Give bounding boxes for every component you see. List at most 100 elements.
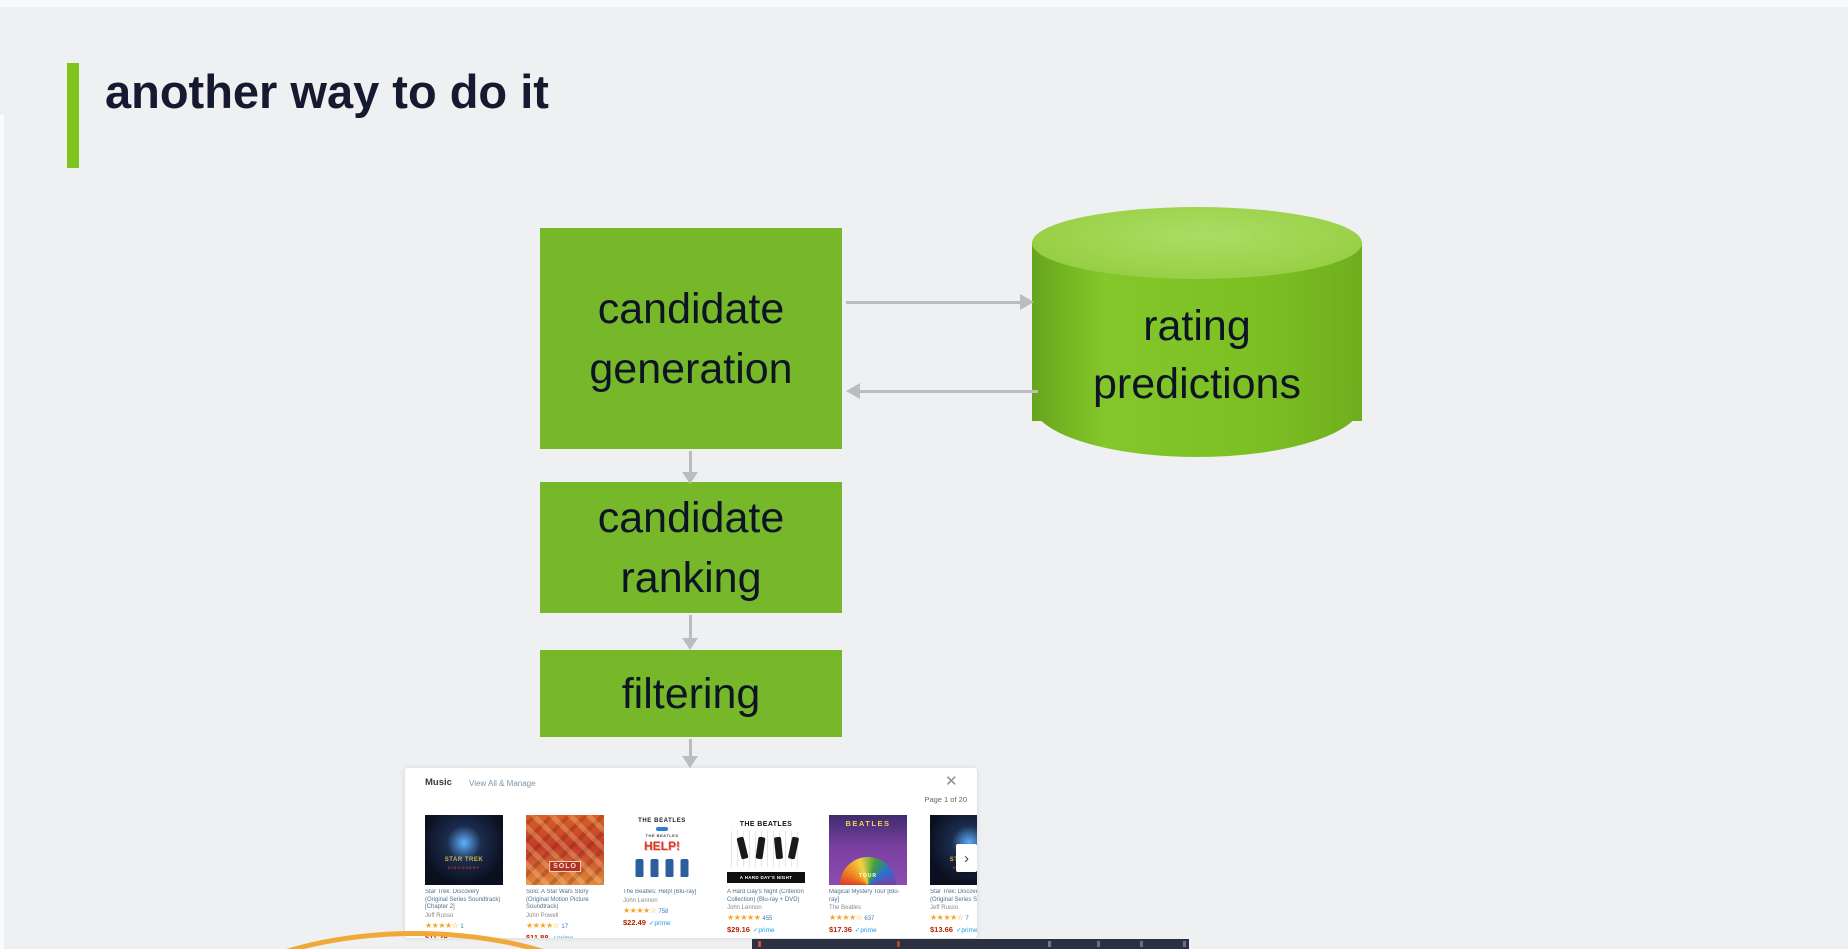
- arrowhead-left-icon: [846, 383, 860, 399]
- recommendations-widget: Music View All & Manage ✕ Page 1 of 20 S…: [405, 768, 977, 938]
- album-art-magical-mystery-tour[interactable]: BEATLES TOUR: [829, 815, 907, 885]
- product-artist: John Lennon: [623, 897, 658, 904]
- page-indicator: Page 1 of 20: [924, 795, 967, 804]
- stars-icons: ★★★★☆: [829, 913, 863, 922]
- product-title-link[interactable]: A Hard Day's Night (Criterion Collection…: [727, 889, 804, 903]
- star-rating[interactable]: ★★★★☆637: [829, 913, 907, 924]
- album-art-text: SOLO: [549, 861, 581, 872]
- album-art-text: THE BEATLES: [645, 833, 679, 838]
- album-art-text: DISCOVERY: [447, 865, 481, 870]
- chevron-right-icon: ›: [964, 849, 969, 867]
- product-artist: John Lennon: [727, 905, 762, 911]
- arrow-predictions-to-generation: [860, 390, 1038, 393]
- product-title-link[interactable]: Star Trek: Discovery (Original Series So…: [425, 889, 501, 910]
- album-art-star-trek[interactable]: STAR TREK DISCOVERY: [425, 815, 503, 885]
- product-price: $22.49: [623, 917, 646, 927]
- prime-badge: ✓prime: [854, 927, 877, 934]
- view-all-manage-link[interactable]: View All & Manage: [469, 779, 536, 788]
- product-title-link[interactable]: The Beatles: Help! [Blu-ray]: [623, 889, 697, 895]
- review-count[interactable]: 758: [658, 908, 669, 915]
- review-count[interactable]: 1: [460, 923, 464, 930]
- album-art-solo[interactable]: SOLO: [526, 815, 604, 885]
- price-row: $17.36✓prime: [829, 925, 907, 935]
- product-card[interactable]: THE BEATLES THE BEATLES HELP! The Beatle…: [623, 815, 701, 928]
- album-art-text: HELP!: [644, 839, 680, 853]
- prime-badge: ✓prime: [648, 919, 671, 927]
- arrowhead-down-icon: [682, 638, 698, 650]
- arrowhead-right-icon: [1020, 294, 1034, 310]
- review-count[interactable]: 637: [864, 916, 875, 922]
- product-card[interactable]: STAR TREK DISCOVERY Star Trek: Discovery…: [930, 815, 977, 935]
- review-count[interactable]: 7: [965, 916, 969, 922]
- product-carousel: STAR TREK DISCOVERY Star Trek: Discovery…: [425, 815, 977, 938]
- product-title-link[interactable]: Magical Mystery Tour [Blu-ray]: [829, 889, 900, 903]
- arrow-filtering-to-widget: [689, 739, 692, 756]
- carousel-next-button[interactable]: ›: [956, 844, 977, 872]
- arrow-ranking-to-filtering: [689, 615, 692, 638]
- product-card[interactable]: STAR TREK DISCOVERY Star Trek: Discovery…: [425, 815, 503, 938]
- close-icon[interactable]: ✕: [945, 773, 958, 790]
- product-card[interactable]: SOLO Solo: A Star Wars Story (Original M…: [526, 815, 604, 938]
- node-label-line: ranking: [620, 553, 762, 602]
- product-artist: Jeff Russo: [425, 912, 454, 919]
- arrowhead-down-icon: [682, 756, 698, 768]
- arrowhead-down-icon: [682, 472, 698, 484]
- arrow-generation-to-ranking: [689, 451, 692, 472]
- stars-icons: ★★★★☆: [623, 905, 657, 915]
- album-art-text: BEATLES: [845, 819, 891, 828]
- product-price: $11.88: [526, 932, 549, 939]
- stars-icons: ★★★★☆: [930, 913, 964, 922]
- node-label-line: predictions: [1093, 360, 1301, 408]
- cylinder-top: [1032, 207, 1362, 279]
- cutoff-dark-bar: [752, 939, 1189, 949]
- stars-icons: ★★★★☆: [526, 920, 560, 930]
- product-price: $29.16: [727, 925, 750, 934]
- album-art-text: A HARD DAY'S NIGHT: [727, 872, 805, 883]
- node-label-line: rating: [1143, 302, 1251, 350]
- node-candidate-generation: candidate generation: [540, 228, 842, 449]
- album-art-text: THE BEATLES: [739, 821, 793, 828]
- prime-badge: ✓prime: [551, 934, 574, 939]
- price-row: $13.66✓prime: [930, 925, 977, 935]
- product-artist: The Beatles: [829, 905, 862, 911]
- product-artist: Jeff Russo: [930, 905, 959, 911]
- arrow-generation-to-predictions: [846, 301, 1020, 304]
- node-rating-predictions-cylinder: rating predictions: [1032, 207, 1362, 457]
- product-card[interactable]: THE BEATLES A HARD DAY'S NIGHT A Hard Da…: [727, 815, 805, 935]
- album-art-text: THE BEATLES: [638, 818, 686, 824]
- product-title-link[interactable]: Solo: A Star Wars Story (Original Motion…: [526, 889, 589, 910]
- prime-badge: ✓prime: [752, 927, 775, 934]
- album-art-text: TOUR: [858, 873, 878, 879]
- star-rating[interactable]: ★★★★☆17: [526, 921, 604, 932]
- product-title-link[interactable]: Star Trek: Discovery (Original Series So…: [930, 889, 977, 903]
- product-price: $17.36: [829, 925, 852, 934]
- prime-badge: ✓prime: [955, 927, 977, 934]
- star-rating[interactable]: ★★★★☆758: [623, 906, 701, 917]
- product-price: $13.66: [930, 925, 953, 934]
- product-artist: John Powell: [526, 912, 559, 919]
- star-rating[interactable]: ★★★★☆1: [425, 921, 503, 932]
- top-edge-strip: [0, 0, 1848, 7]
- title-accent-bar: [67, 63, 79, 168]
- node-filtering: filtering: [540, 650, 842, 737]
- star-rating[interactable]: ★★★★★455: [727, 913, 805, 924]
- blu-ray-logo: [656, 827, 668, 831]
- stars-icons: ★★★★☆: [425, 920, 459, 930]
- widget-section-label: Music: [425, 777, 452, 788]
- price-row: $11.88✓prime: [526, 933, 604, 939]
- node-label-line: candidate: [597, 284, 785, 333]
- node-label: rating predictions: [1032, 297, 1362, 413]
- node-candidate-ranking: candidate ranking: [540, 482, 842, 613]
- node-label-line: candidate: [597, 493, 785, 542]
- album-art-hard-days-night[interactable]: THE BEATLES A HARD DAY'S NIGHT: [727, 815, 805, 885]
- page-title: another way to do it: [105, 65, 549, 118]
- node-label-line: filtering: [621, 669, 761, 718]
- price-row: $29.16✓prime: [727, 925, 805, 935]
- album-art-help[interactable]: THE BEATLES THE BEATLES HELP!: [623, 815, 701, 885]
- review-count[interactable]: 455: [762, 916, 773, 922]
- review-count[interactable]: 17: [561, 923, 569, 930]
- product-card[interactable]: BEATLES TOUR Magical Mystery Tour [Blu-r…: [829, 815, 907, 935]
- album-art-text: STAR TREK: [444, 857, 484, 863]
- star-rating[interactable]: ★★★★☆7: [930, 913, 977, 924]
